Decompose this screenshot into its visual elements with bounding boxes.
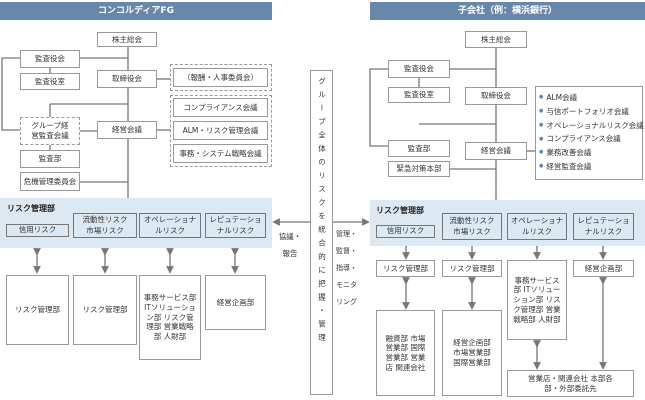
committee-group (170, 64, 272, 91)
right-risk-cat: レピュテーショナルリスク (573, 213, 634, 240)
right-dept: リスク管理部 (442, 260, 502, 277)
left-risk-title: リスク管理部 (7, 204, 55, 213)
left-committee: （報酬・人事委員会） (173, 68, 268, 87)
right-board: 取締役会 (465, 87, 527, 105)
left-audit-office: 監査役室 (20, 73, 80, 90)
left-header: コンコルディアFG (0, 2, 272, 20)
left-board: 取締役会 (97, 70, 157, 88)
council-item: コンプライアンス会議 (539, 132, 639, 146)
right-audit-dept: 監査部 (388, 140, 450, 157)
center-text: グループ全体のリスクを統合的に把握・管理 (317, 77, 327, 347)
right-dept: リスク管理部 (376, 260, 435, 277)
right-council-list: ALM会議 与信ポートフォリオ会議 オペレーショナルリスク会議 コンプライアンス… (535, 86, 644, 180)
right-risk-cat: 流動性リスク 市場リスク (442, 213, 502, 240)
left-risk-cat: レピュテーショナルリスク (205, 213, 266, 238)
right-risk-cat: 信用リスク (376, 225, 435, 238)
right-risk-cat: オペレーショナルリスク (507, 213, 567, 240)
right-audit-board: 監査役会 (388, 60, 450, 78)
left-audit-board: 監査役会 (20, 50, 80, 68)
left-dept: 事務サービス部 ITソリューション部 リスク管理部 営業戦略部 人財部 (139, 275, 201, 360)
right-header: 子会社（例：横浜銀行） (370, 2, 645, 20)
council-item: オペレーショナルリスク会議 (539, 119, 643, 133)
left-dept: 経営企画部 (205, 275, 266, 330)
supervise-label: 管理・監督・指導・モニタリング (336, 230, 357, 306)
council-item: 与信ポートフォリオ会議 (539, 105, 639, 119)
council-group (170, 95, 272, 167)
center-vertical-box: グループ全体のリスクを統合的に把握・管理 (310, 70, 333, 395)
left-risk-cat: 信用リスク (6, 224, 69, 237)
left-dept: リスク管理部 (73, 275, 137, 345)
left-dept: リスク管理部 (6, 275, 69, 345)
left-crisis: 危機管理委員会 (20, 172, 80, 191)
right-lower: 経営企画部 市場営業部 国際営業部 (442, 310, 502, 396)
left-risk-cat: オペレーショナルリスク (139, 213, 201, 238)
right-lower: 営業店・関連会社 本部各部・外部委託先 (507, 370, 634, 397)
right-dept: 事務サービス部 ITソリューション部 リスク管理部 営業戦略部 人財部 (507, 260, 567, 340)
right-emergency: 緊急対策本部 (388, 161, 450, 177)
council-item: 業務改善会議 (539, 146, 639, 160)
consult-report-label: 協議・報告 (278, 232, 302, 258)
left-council: コンプライアンス会議 (173, 98, 268, 117)
left-risk-cat: 流動性リスク 市場リスク (73, 213, 137, 238)
left-council: 事務・システム戦略会議 (173, 144, 268, 163)
right-lower: 融資部 市場営業部 国際営業部 営業店 関連会社 (376, 310, 435, 396)
council-item: 経営監査会議 (539, 160, 639, 174)
right-risk-title: リスク管理部 (376, 206, 424, 215)
left-audit-dept: 監査部 (20, 150, 80, 168)
left-group-audit: グループ経営監査会議 (20, 117, 80, 145)
right-audit-office: 監査役室 (388, 87, 450, 103)
right-mgmt: 経営会議 (465, 142, 527, 160)
right-dept: 経営企画部 (573, 260, 634, 277)
right-shareholders: 株主総会 (465, 31, 527, 48)
left-shareholders: 株主総会 (97, 32, 157, 47)
left-council: ALM・リスク管理会議 (173, 121, 268, 140)
left-mgmt: 経営会議 (97, 121, 157, 139)
council-item: ALM会議 (539, 91, 639, 105)
